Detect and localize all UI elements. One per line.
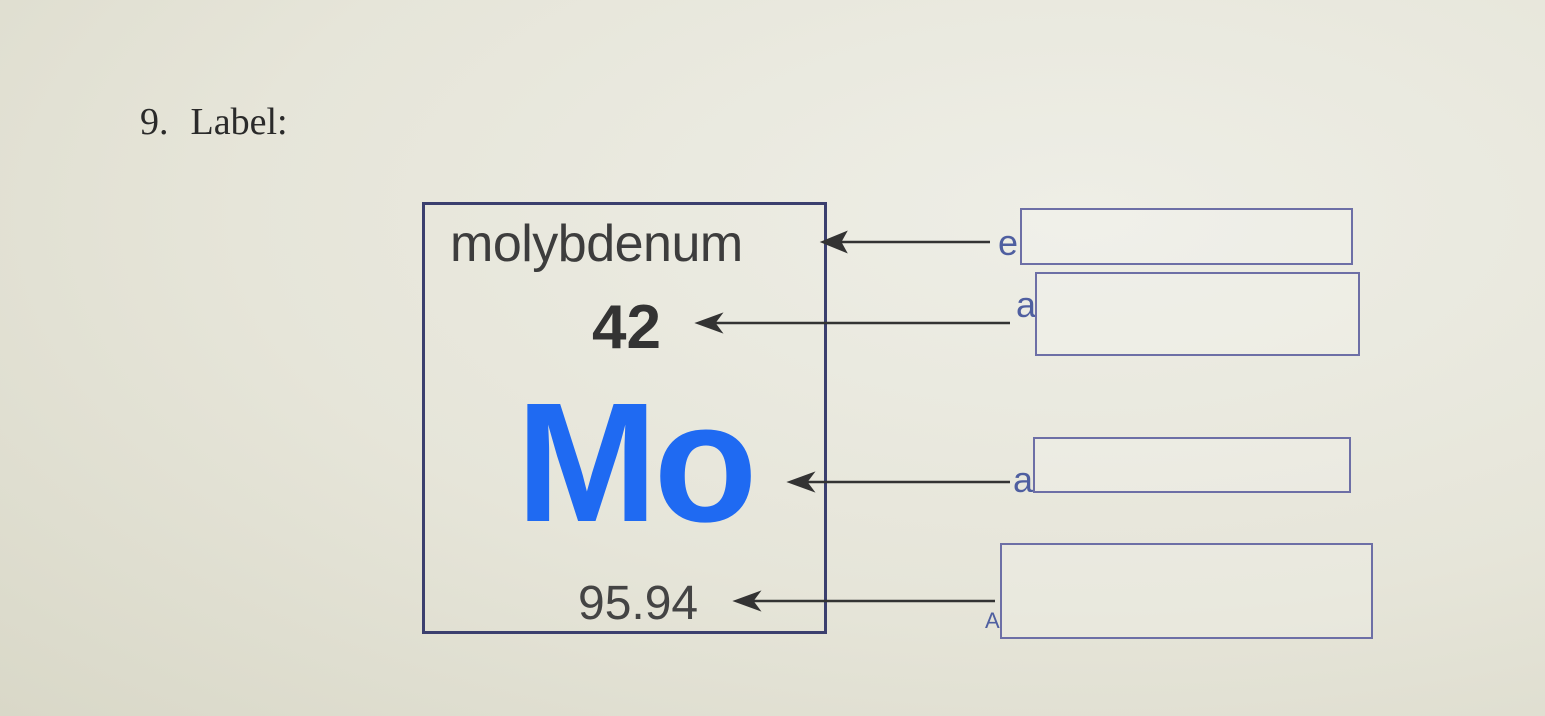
answer-hint-2: a (1016, 284, 1037, 325)
arrow-to-atomic-mass (732, 590, 995, 612)
element-atomic-number: 42 (592, 293, 661, 362)
element-tile (422, 202, 827, 634)
answer-box-symbol[interactable] (1033, 437, 1351, 493)
element-name: molybdenum (450, 215, 743, 273)
answer-hint-3: a (1013, 459, 1034, 500)
element-atomic-mass: 95.94 (578, 577, 699, 630)
question-number: 9. (140, 101, 169, 143)
arrow-to-name (819, 230, 990, 254)
question-header: 9. Label: (140, 100, 288, 144)
answer-hint-4: A (985, 608, 1000, 633)
element-symbol: Mo (516, 368, 757, 558)
arrow-to-symbol (786, 471, 1010, 493)
answer-box-atomic-number[interactable] (1035, 272, 1360, 356)
question-prompt: Label: (190, 101, 288, 143)
answer-box-name[interactable] (1020, 208, 1353, 265)
answer-box-atomic-mass[interactable] (1000, 543, 1373, 639)
answer-hint-1: e (998, 222, 1019, 263)
arrow-to-atomic-number (694, 312, 1010, 334)
